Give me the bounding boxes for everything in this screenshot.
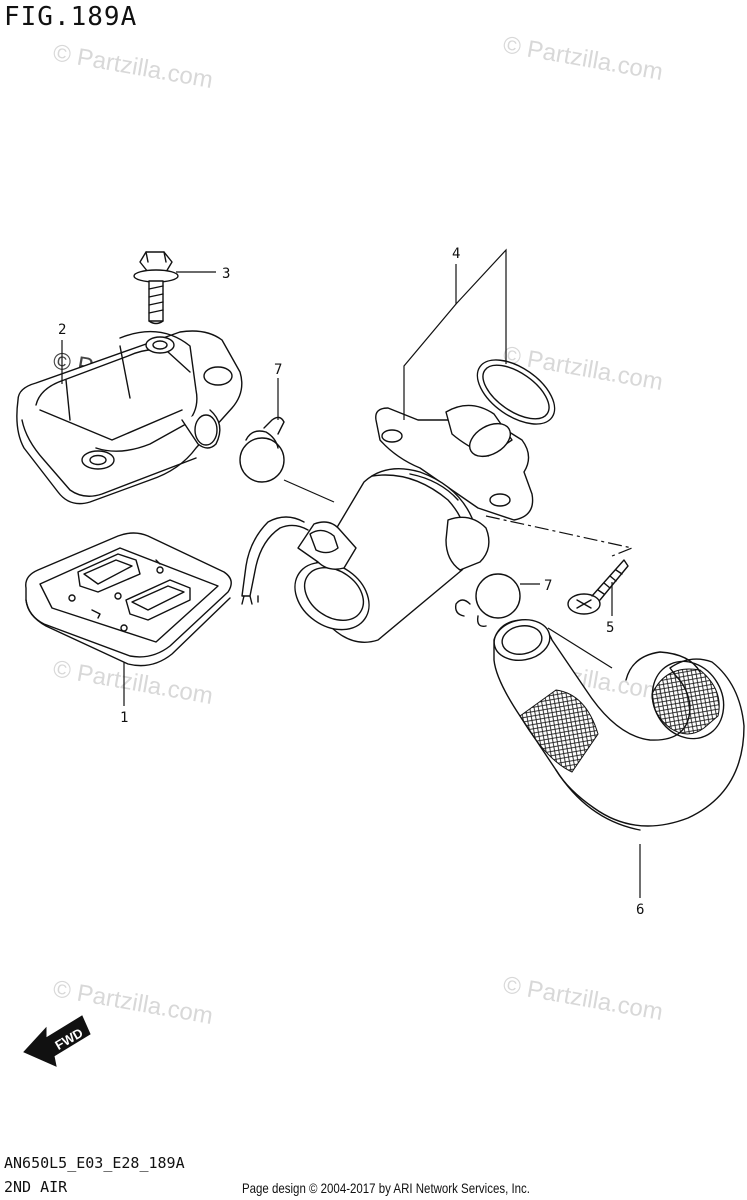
- part-clamp-upper[interactable]: [239, 416, 285, 483]
- fwd-arrow-icon: FWD: [23, 1015, 91, 1067]
- callout-4[interactable]: 4: [452, 246, 460, 262]
- watermark: © Partzilla.com: [501, 971, 665, 1026]
- part-air-valve[interactable]: [241, 404, 534, 643]
- copyright-notice: Page design © 2004-2017 by ARI Network S…: [242, 1180, 530, 1196]
- part-clamp-lower[interactable]: [454, 573, 521, 627]
- figure-name: 2ND AIR: [4, 1178, 68, 1196]
- figure-title: FIG.189A: [4, 2, 138, 32]
- part-reed-valve-cover[interactable]: [16, 330, 243, 505]
- callout-7[interactable]: 7: [274, 362, 282, 378]
- callout-1[interactable]: 1: [120, 710, 128, 726]
- part-bolt[interactable]: [133, 251, 179, 325]
- callouts: 3 2 4 7 7 5 1 6: [58, 246, 644, 918]
- callout-2[interactable]: 2: [58, 322, 66, 338]
- watermark: © Partzilla.com: [501, 31, 665, 86]
- figure-code: AN650L5_E03_E28_189A: [4, 1154, 185, 1172]
- part-o-ring[interactable]: [466, 347, 566, 437]
- part-screw[interactable]: [567, 559, 629, 615]
- part-gasket[interactable]: [25, 532, 232, 667]
- callout-6[interactable]: 6: [636, 902, 644, 918]
- callout-5[interactable]: 5: [606, 620, 614, 636]
- callout-7[interactable]: 7: [544, 578, 552, 594]
- leader-lines: [61, 248, 641, 898]
- hose-mesh-lower: [519, 689, 599, 773]
- hose-mesh-upper: [651, 668, 720, 735]
- callout-3[interactable]: 3: [222, 266, 230, 282]
- watermark: © Partzilla.com: [51, 655, 215, 710]
- watermark: © Partzilla.com: [51, 39, 215, 94]
